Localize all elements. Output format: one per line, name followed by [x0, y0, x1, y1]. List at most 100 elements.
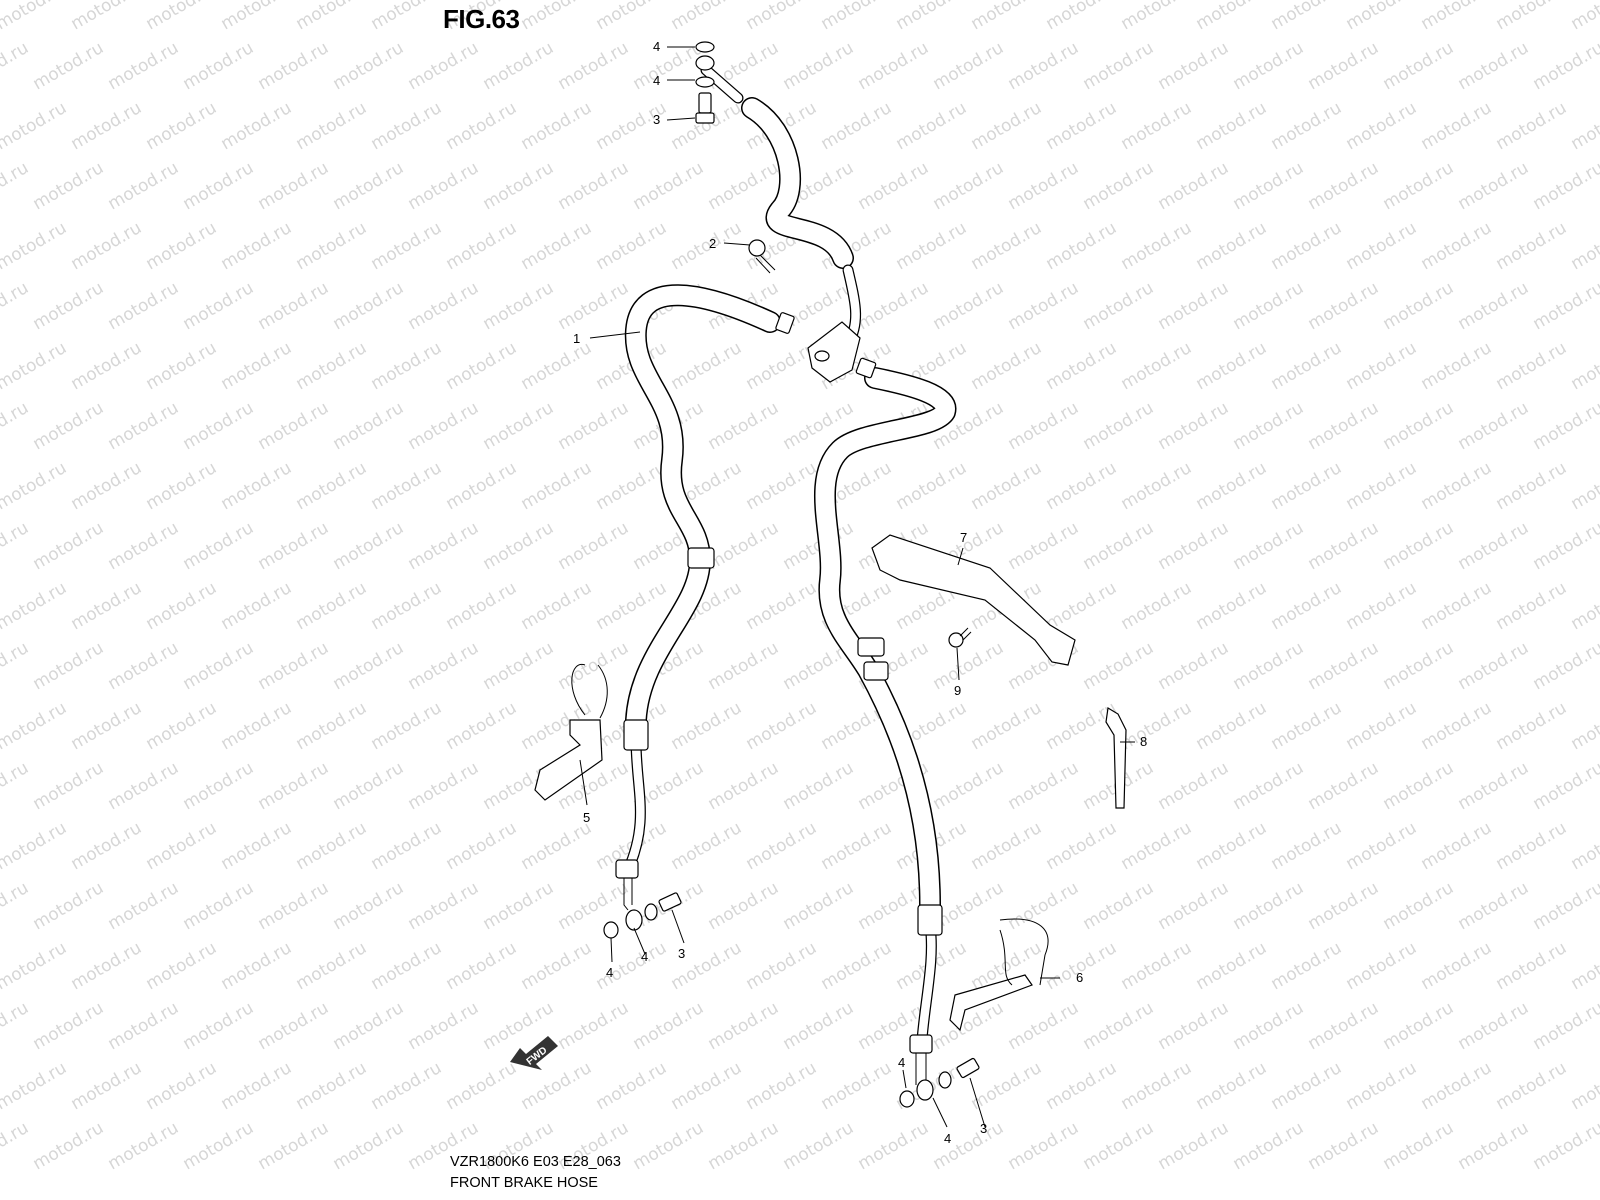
watermark-text: motod.ru — [780, 998, 858, 1054]
watermark-text: motod.ru — [405, 38, 483, 94]
watermark-text: motod.ru — [1568, 818, 1600, 874]
watermark-text: motod.ru — [330, 998, 408, 1054]
watermark-text: motod.ru — [218, 218, 296, 274]
watermark-text: motod.ru — [1268, 578, 1346, 634]
watermark-text: motod.ru — [1530, 878, 1600, 934]
watermark-text: motod.ru — [1455, 398, 1533, 454]
watermark-text: motod.ru — [68, 818, 146, 874]
watermark-text: motod.ru — [368, 578, 446, 634]
watermark-text: motod.ru — [1343, 1058, 1421, 1114]
watermark-text: motod.ru — [30, 278, 108, 334]
watermark-text: motod.ru — [368, 818, 446, 874]
watermark-text: motod.ru — [105, 158, 183, 214]
bracket-6[interactable] — [949, 918, 1049, 1032]
callout-4-top-a: 4 — [653, 39, 660, 54]
watermark-text: motod.ru — [218, 938, 296, 994]
callout-1: 1 — [573, 331, 580, 346]
watermark-text: motod.ru — [143, 938, 221, 994]
watermark-text: motod.ru — [180, 398, 258, 454]
watermark-text: motod.ru — [1530, 278, 1600, 334]
watermark-text: motod.ru — [1380, 638, 1458, 694]
watermark-text: motod.ru — [293, 98, 371, 154]
watermark-text: motod.ru — [1193, 98, 1271, 154]
watermark-text: motod.ru — [1155, 878, 1233, 934]
watermark-text: motod.ru — [1418, 818, 1496, 874]
watermark-text: motod.ru — [0, 1058, 70, 1114]
watermark-text: motod.ru — [293, 818, 371, 874]
watermark-text: motod.ru — [630, 1118, 708, 1174]
bracket-7[interactable] — [871, 534, 1076, 666]
watermark-text: motod.ru — [593, 458, 671, 514]
watermark-text: motod.ru — [143, 578, 221, 634]
watermark-text: motod.ru — [180, 1118, 258, 1174]
watermark-text: motod.ru — [0, 398, 32, 454]
watermark-text: motod.ru — [1118, 578, 1196, 634]
watermark-text: motod.ru — [368, 458, 446, 514]
watermark-text: motod.ru — [630, 38, 708, 94]
watermark-text: motod.ru — [1230, 158, 1308, 214]
bolt-2[interactable] — [748, 239, 776, 274]
watermark-text: motod.ru — [668, 0, 746, 34]
watermark-text: motod.ru — [1193, 1058, 1271, 1114]
watermark-text: motod.ru — [968, 698, 1046, 754]
watermark-text: motod.ru — [780, 878, 858, 934]
watermark-text: motod.ru — [1118, 98, 1196, 154]
watermark-text: motod.ru — [143, 338, 221, 394]
watermark-text: motod.ru — [293, 1058, 371, 1114]
watermark-text: motod.ru — [555, 998, 633, 1054]
watermark-text: motod.ru — [480, 878, 558, 934]
watermark-text: motod.ru — [218, 458, 296, 514]
watermark-text: motod.ru — [143, 218, 221, 274]
watermark-text: motod.ru — [68, 458, 146, 514]
watermark-text: motod.ru — [293, 218, 371, 274]
watermark-text: motod.ru — [330, 758, 408, 814]
lower-right-union-bolt[interactable] — [899, 1057, 980, 1108]
watermark-text: motod.ru — [480, 638, 558, 694]
watermark-text: motod.ru — [143, 698, 221, 754]
watermark-text: motod.ru — [743, 698, 821, 754]
watermark-text: motod.ru — [255, 398, 333, 454]
callout-7: 7 — [960, 530, 967, 545]
watermark-text: motod.ru — [180, 638, 258, 694]
screw-9[interactable] — [948, 627, 972, 648]
watermark-text: motod.ru — [705, 518, 783, 574]
watermark-text: motod.ru — [480, 518, 558, 574]
watermark-text: motod.ru — [518, 938, 596, 994]
watermark-text: motod.ru — [480, 38, 558, 94]
watermark-text: motod.ru — [180, 38, 258, 94]
watermark-text: motod.ru — [293, 698, 371, 754]
watermark-text: motod.ru — [105, 878, 183, 934]
callout-4-left-b: 4 — [641, 949, 648, 964]
watermark-text: motod.ru — [818, 0, 896, 34]
watermark-text: motod.ru — [1455, 1118, 1533, 1174]
watermark-text: motod.ru — [0, 638, 32, 694]
watermark-text: motod.ru — [518, 98, 596, 154]
hose-1-left-branch[interactable] — [615, 284, 781, 911]
callout-8: 8 — [1140, 734, 1147, 749]
watermark-text: motod.ru — [1568, 218, 1600, 274]
watermark-text: motod.ru — [143, 0, 221, 34]
hose-1-right-branch[interactable] — [813, 367, 957, 1085]
watermark-text: motod.ru — [555, 278, 633, 334]
watermark-text: motod.ru — [68, 578, 146, 634]
watermark-text: motod.ru — [1343, 698, 1421, 754]
watermark-text: motod.ru — [1230, 638, 1308, 694]
lower-left-union-bolt[interactable] — [603, 892, 682, 939]
watermark-text: motod.ru — [1268, 218, 1346, 274]
watermark-text: motod.ru — [405, 878, 483, 934]
hose-joint[interactable] — [775, 312, 877, 383]
bracket-5[interactable] — [534, 664, 608, 801]
callout-9: 9 — [954, 683, 961, 698]
watermark-text: motod.ru — [1080, 398, 1158, 454]
watermark-text: motod.ru — [0, 578, 70, 634]
watermark-text: motod.ru — [1155, 278, 1233, 334]
watermark-text: motod.ru — [443, 818, 521, 874]
top-union-bolt[interactable] — [695, 41, 715, 124]
watermark-text: motod.ru — [1268, 938, 1346, 994]
watermark-text: motod.ru — [555, 398, 633, 454]
watermark-text: motod.ru — [1080, 278, 1158, 334]
watermark-text: motod.ru — [1118, 698, 1196, 754]
watermark-text: motod.ru — [855, 1118, 933, 1174]
cable-tie-8[interactable] — [1105, 707, 1127, 809]
watermark-text: motod.ru — [68, 0, 146, 34]
